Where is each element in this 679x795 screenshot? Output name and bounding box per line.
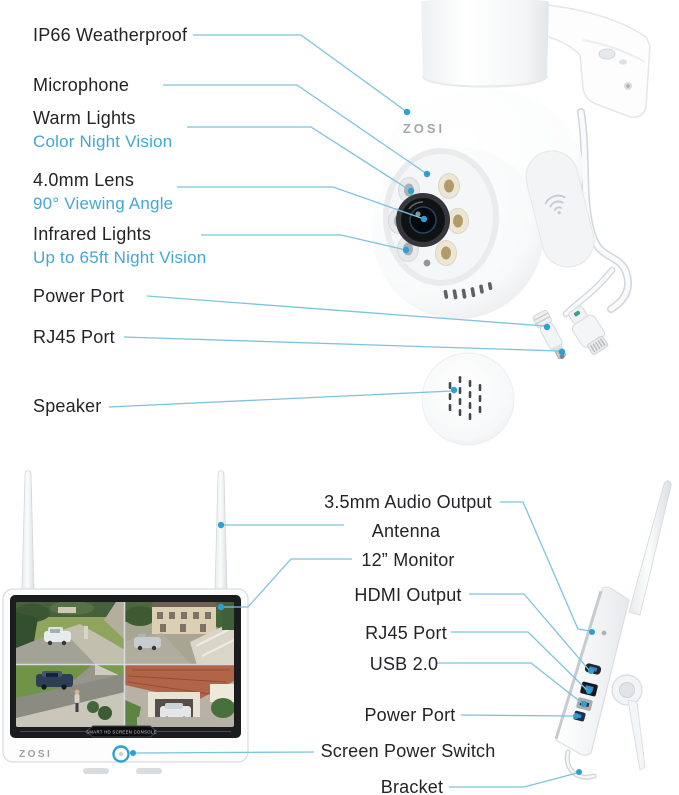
callout-infrared	[201, 234, 407, 251]
camera-logo: ZOSI	[403, 121, 445, 136]
callout-microphone	[163, 84, 428, 175]
callout-hdmi	[469, 593, 590, 671]
warm-leds	[435, 173, 469, 266]
label-ip66-weatherproof: IP66 Weatherproof	[33, 25, 187, 46]
label-lens: 4.0mm Lens 90° Viewing Angle	[33, 170, 173, 214]
monitor-side-illustration	[554, 480, 672, 780]
label-text: Screen Power Switch	[320, 741, 496, 761]
label-rj45-port: RJ45 Port	[33, 327, 115, 348]
status-led	[423, 259, 431, 267]
label-subtext: 90° Viewing Angle	[33, 194, 174, 213]
monitor-logo: ZOSI	[19, 749, 52, 760]
screen-power-button	[112, 745, 130, 763]
audio-output-hole	[601, 630, 607, 636]
camera-illustration: ZOSI	[372, 0, 651, 446]
label-text: RJ45 Port	[365, 623, 447, 643]
label-screen-power-switch: Screen Power Switch	[321, 741, 496, 762]
label-text: IP66 Weatherproof	[33, 25, 188, 45]
label-text: Warm Lights	[33, 108, 136, 128]
label-text: 3.5mm Audio Output	[324, 492, 492, 512]
callout-power-port	[146, 295, 546, 327]
monitor-badge-text: SMART HD SCREEN CONSOLE	[86, 730, 157, 735]
label-bracket: Bracket	[381, 777, 443, 795]
callout-ip66	[193, 34, 408, 113]
label-subtext: Color Night Vision	[33, 132, 173, 151]
label-microphone: Microphone	[33, 75, 129, 96]
label-subtext: Up to 65ft Night Vision	[33, 248, 207, 267]
callout-rj45-bottom	[451, 631, 588, 691]
label-text: USB 2.0	[369, 654, 439, 674]
callout-lines	[108, 34, 591, 788]
wifi-icon	[544, 194, 566, 215]
callout-power-bottom	[460, 714, 575, 717]
cam-view-1	[16, 602, 125, 665]
cam-view-3	[16, 665, 125, 727]
side-antenna	[628, 480, 672, 616]
camera-vents	[443, 282, 493, 300]
label-text: RJ45 Port	[33, 327, 115, 347]
cam-view-2	[124, 602, 234, 665]
label-text: Power Port	[33, 286, 125, 306]
label-usb: USB 2.0	[370, 654, 438, 675]
label-text: Infrared Lights	[33, 224, 152, 244]
callout-dots	[130, 108, 595, 775]
antenna-left	[21, 470, 35, 591]
label-rj45-port-monitor: RJ45 Port	[365, 623, 447, 644]
label-power-port-monitor: Power Port	[364, 705, 455, 726]
camera-mount-cylinder	[421, 0, 549, 88]
label-power-port: Power Port	[33, 286, 124, 307]
monitor-screen	[16, 602, 234, 727]
cam-view-4	[125, 665, 234, 727]
label-12-monitor: 12” Monitor	[361, 550, 454, 571]
callout-usb	[437, 662, 583, 704]
callout-screen-switch	[135, 751, 315, 754]
label-text: HDMI Output	[354, 585, 462, 605]
label-audio-output: 3.5mm Audio Output	[324, 492, 492, 513]
monitor-badge: SMART HD SCREEN CONSOLE	[20, 725, 231, 738]
label-text: Antenna	[371, 521, 441, 541]
label-text: 12” Monitor	[361, 550, 455, 570]
antenna-right	[214, 470, 228, 591]
callout-lens	[177, 186, 425, 220]
callout-bracket	[449, 772, 578, 788]
callout-rj45-port	[123, 336, 561, 352]
monitor-front-illustration: SMART HD SCREEN CONSOLE ZOSI	[2, 470, 249, 774]
callout-audio-output	[500, 501, 591, 632]
label-infrared-lights: Infrared Lights Up to 65ft Night Vision	[33, 224, 206, 268]
label-hdmi-output: HDMI Output	[354, 585, 461, 606]
label-warm-lights: Warm Lights Color Night Vision	[33, 108, 172, 152]
side-bracket-leg	[627, 699, 646, 771]
label-text: Speaker	[33, 396, 102, 416]
camera-rj45-connector	[568, 305, 609, 356]
label-text: Bracket	[380, 777, 444, 795]
label-text: Microphone	[33, 75, 130, 95]
callout-warm-lights	[187, 126, 412, 192]
label-text: Power Port	[364, 705, 456, 725]
label-speaker: Speaker	[33, 396, 101, 417]
speaker-detail	[421, 352, 515, 446]
label-antenna: Antenna	[372, 521, 440, 542]
label-text: 4.0mm Lens	[33, 170, 135, 190]
callout-12-monitor	[224, 558, 352, 608]
camera-power-connector	[532, 309, 567, 360]
callout-speaker	[108, 390, 453, 408]
